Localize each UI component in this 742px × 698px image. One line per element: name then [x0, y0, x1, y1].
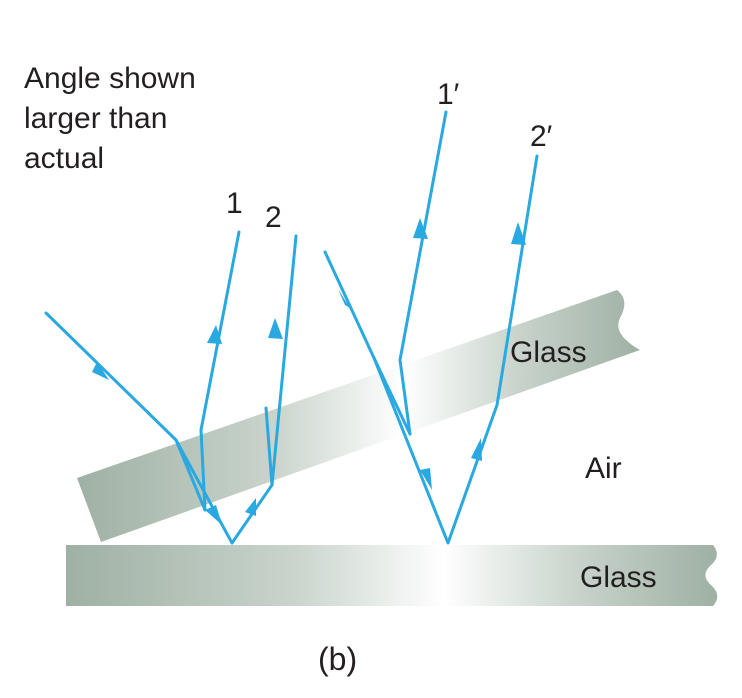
arrow-icon — [205, 505, 222, 525]
upper-glass-label: Glass — [510, 336, 587, 369]
arrow-icon — [511, 222, 526, 245]
upper-glass-plate — [77, 290, 640, 542]
ray-2-inner-segment — [264, 406, 274, 487]
arrow-icon — [413, 218, 428, 239]
ray-2-label: 2 — [265, 201, 282, 234]
figure-caption: (b) — [318, 641, 357, 677]
ray-1-path — [199, 230, 241, 512]
air-label: Air — [585, 452, 622, 485]
arrow-icon — [245, 498, 256, 516]
arrow-icon — [338, 289, 350, 308]
lower-glass-label: Glass — [580, 561, 657, 594]
ray-2p-label: 2′ — [530, 120, 553, 153]
note-line-3: actual — [24, 142, 104, 175]
lower-glass-plate — [66, 545, 718, 606]
ray-1-refracted-segment — [174, 438, 207, 512]
incident-ray-a — [44, 234, 298, 545]
note-line-1: Angle shown — [24, 62, 196, 95]
arrow-icon — [268, 318, 283, 339]
ray-1p-path — [398, 110, 448, 436]
note-line-2: larger than — [24, 102, 167, 135]
arrow-icon — [420, 468, 432, 490]
arrow-icon — [207, 325, 222, 344]
incident-ray-b — [323, 154, 539, 545]
ray-1p-refracted-segment — [372, 356, 412, 436]
ray-1p-label: 1′ — [437, 78, 460, 111]
arrow-icon — [92, 362, 109, 380]
ray-1-label: 1 — [226, 187, 243, 220]
arrow-icon — [471, 438, 482, 461]
